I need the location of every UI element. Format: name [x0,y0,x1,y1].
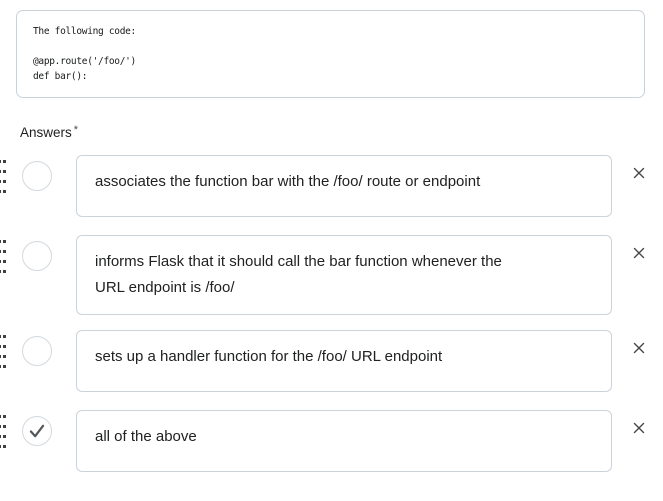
answer-text-input[interactable]: associates the function bar with the /fo… [76,155,612,217]
answer-text: all of the above [95,428,197,445]
answer-text: associates the function bar with the /fo… [95,173,481,190]
answer-text-input[interactable]: all of the above [76,410,612,472]
drag-handle-icon[interactable] [0,334,8,369]
answer-row: all of the above [0,410,663,490]
answer-text: sets up a handler function for the /foo/… [95,348,443,365]
remove-answer-button[interactable] [630,339,648,357]
remove-answer-button[interactable] [630,419,648,437]
answer-row: informs Flask that it should call the ba… [0,235,663,315]
answer-text: informs Flask that it should call the ba… [95,253,502,296]
remove-icon [632,341,646,355]
answer-row: sets up a handler function for the /foo/… [0,330,663,410]
remove-icon [632,421,646,435]
answer-text-input[interactable]: sets up a handler function for the /foo/… [76,330,612,392]
drag-handle-icon[interactable] [0,414,8,449]
answer-text-input[interactable]: informs Flask that it should call the ba… [76,235,612,315]
answers-label-text: Answers [20,125,72,140]
checkmark-icon [23,417,51,445]
required-asterisk: * [73,124,79,136]
correct-answer-radio[interactable] [22,336,52,366]
correct-answer-radio[interactable] [22,161,52,191]
remove-icon [632,166,646,180]
remove-icon [632,246,646,260]
remove-answer-button[interactable] [630,164,648,182]
answers-label: Answers* [20,124,78,140]
answer-row: associates the function bar with the /fo… [0,155,663,235]
drag-handle-icon[interactable] [0,159,8,194]
question-code-text: The following code: @app.route('/foo/') … [33,26,136,82]
correct-answer-radio[interactable] [22,241,52,271]
remove-answer-button[interactable] [630,244,648,262]
drag-handle-icon[interactable] [0,239,8,274]
question-code-block: The following code: @app.route('/foo/') … [16,10,645,98]
correct-answer-radio-checked[interactable] [22,416,52,446]
